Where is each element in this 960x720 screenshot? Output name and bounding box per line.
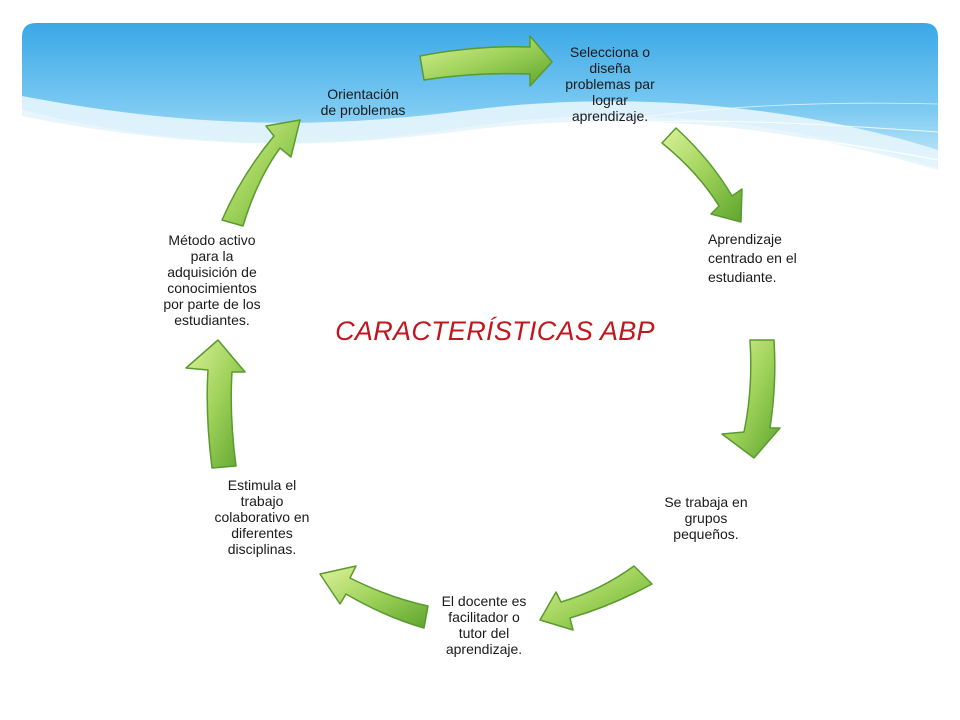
node-selecciona: Selecciona o diseña problemas par lograr…: [565, 44, 655, 124]
banner-wave-line-3: [519, 102, 939, 137]
node-grupos: Se trabaja en grupos pequeños.: [664, 494, 748, 542]
banner-wave-line-2: [469, 120, 939, 143]
banner-wave-light: [22, 96, 938, 170]
curved-green-arrow-icon: [661, 127, 743, 223]
node-orientacion: Orientación de problemas: [320, 86, 406, 118]
banner-wave-line-1: [419, 127, 939, 161]
curved-green-arrow-icon: [221, 119, 301, 227]
curved-green-arrow-icon: [319, 565, 429, 629]
diagram-title: CARACTERÍSTICAS ABP: [335, 316, 655, 346]
node-docente: El docente es facilitador o tutor del ap…: [441, 593, 527, 657]
curved-green-arrow-icon: [419, 35, 553, 87]
node-metodo: Método activo para la adquisición de con…: [163, 232, 261, 328]
curved-green-arrow-icon: [721, 339, 781, 459]
node-aprendizaje: Aprendizaje centrado en el estudiante.: [708, 231, 797, 285]
curved-green-arrow-icon: [539, 565, 653, 631]
curved-green-arrow-icon: [185, 339, 246, 469]
node-estimula: Estimula el trabajo colaborativo en dife…: [214, 477, 310, 557]
